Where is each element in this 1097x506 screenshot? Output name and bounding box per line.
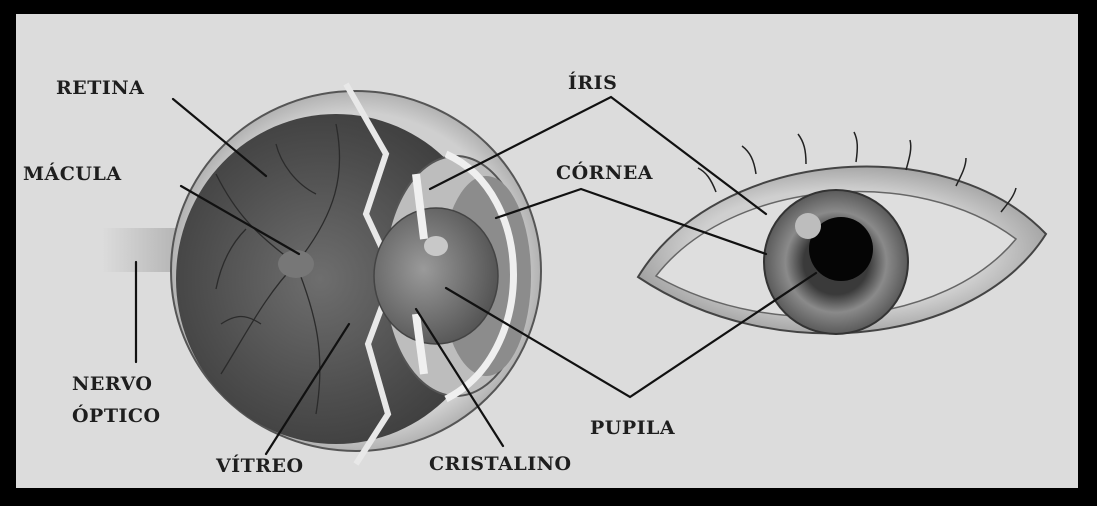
diagram-frame: RETINA MÁCULA NERVO ÓPTICO VÍTREO CRISTA… xyxy=(16,14,1078,488)
label-nervo-line2: ÓPTICO xyxy=(72,400,161,432)
label-iris: ÍRIS xyxy=(568,71,617,95)
label-pupila: PUPILA xyxy=(590,416,675,440)
label-nervo-line1: NERVO xyxy=(72,368,161,400)
label-vitreo: VÍTREO xyxy=(216,454,304,478)
eye-illustration xyxy=(16,14,1078,488)
label-cornea: CÓRNEA xyxy=(556,161,653,185)
label-retina: RETINA xyxy=(56,76,144,100)
label-nervo-optico: NERVO ÓPTICO xyxy=(72,368,161,432)
label-cristalino: CRISTALINO xyxy=(429,452,572,476)
eyeball-cross-section xyxy=(171,84,541,464)
label-macula: MÁCULA xyxy=(23,162,122,186)
